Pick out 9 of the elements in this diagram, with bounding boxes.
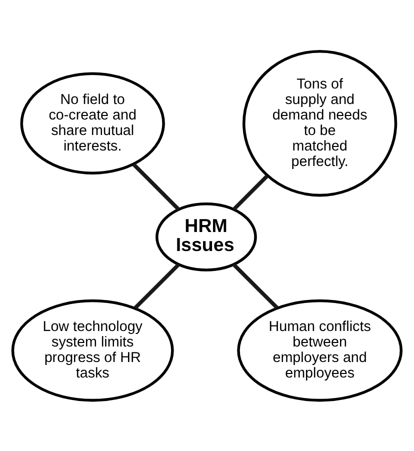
connector (132, 162, 180, 210)
node-ellipse: No field to co-create and share mutual interests. (20, 72, 165, 174)
connector (232, 174, 269, 210)
node-ellipse: HRM Issues (156, 202, 257, 271)
node-ellipse: Low technology system limits progress of HR tasks (11, 298, 174, 402)
connector (134, 262, 180, 309)
node-ellipse: Human conflicts between employers and employees (237, 298, 403, 402)
node-circle: Tons of supply and demand needs to be matched perfectly. (242, 49, 398, 196)
connector (232, 262, 278, 309)
